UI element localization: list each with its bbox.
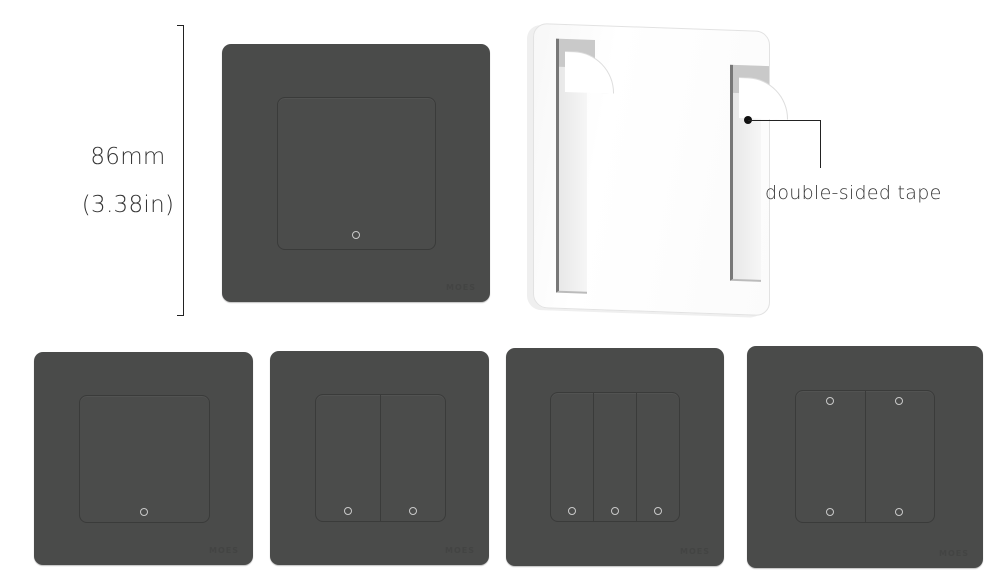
dimension-tick-top (177, 25, 184, 26)
switch-gang[interactable] (278, 98, 435, 249)
led-indicator-icon (343, 507, 352, 515)
dimension-tick-bottom (177, 315, 184, 316)
led-indicator-icon (140, 508, 148, 516)
callout-line (748, 120, 820, 121)
switch-gang[interactable] (637, 393, 679, 521)
rocker-plate (550, 392, 680, 522)
tape-strip-left (556, 38, 614, 294)
switch-gang[interactable] (316, 395, 381, 521)
led-indicator-icon (352, 231, 360, 239)
dimension-imperial: (3.38in) (81, 192, 175, 218)
switch-gang[interactable] (381, 395, 445, 521)
led-indicator-icon (610, 507, 619, 515)
brand-mark: MOES (445, 546, 475, 555)
brand-mark: MOES (939, 549, 969, 558)
rocker-plate (79, 395, 210, 523)
dimension-metric: 86mm (90, 144, 166, 170)
switch-panel-4-gang: MOES (747, 346, 983, 568)
switch-gang[interactable] (594, 393, 637, 521)
rocker-plate (795, 390, 935, 523)
dimension-line (183, 25, 184, 316)
switch-back-view (533, 22, 788, 317)
led-indicator-icon (825, 508, 834, 516)
led-indicator-icon (653, 507, 662, 515)
callout-line (820, 120, 821, 168)
brand-mark: MOES (209, 546, 239, 555)
switch-gang[interactable] (551, 393, 594, 521)
led-indicator-icon (408, 507, 417, 515)
led-indicator-icon (825, 397, 834, 405)
tape-peel-flap (739, 77, 788, 120)
switch-gang[interactable] (866, 391, 935, 522)
rocker-plate (315, 394, 446, 522)
led-indicator-icon (895, 508, 904, 516)
switch-gang[interactable] (796, 391, 866, 522)
brand-mark: MOES (446, 283, 476, 292)
led-indicator-icon (895, 397, 904, 405)
switch-panel-3-gang: MOES (506, 348, 724, 566)
switch-panel-main: MOES (222, 44, 490, 302)
led-indicator-icon (567, 507, 576, 515)
tape-peel-flap (565, 50, 614, 94)
switch-panel-1-gang: MOES (34, 352, 253, 565)
tape-strip-right (730, 64, 788, 282)
brand-mark: MOES (680, 547, 710, 556)
rocker-plate (277, 97, 436, 250)
switch-panel-2-gang: MOES (270, 351, 489, 565)
callout-label: double-sided tape (765, 182, 942, 204)
switch-gang[interactable] (80, 396, 209, 522)
